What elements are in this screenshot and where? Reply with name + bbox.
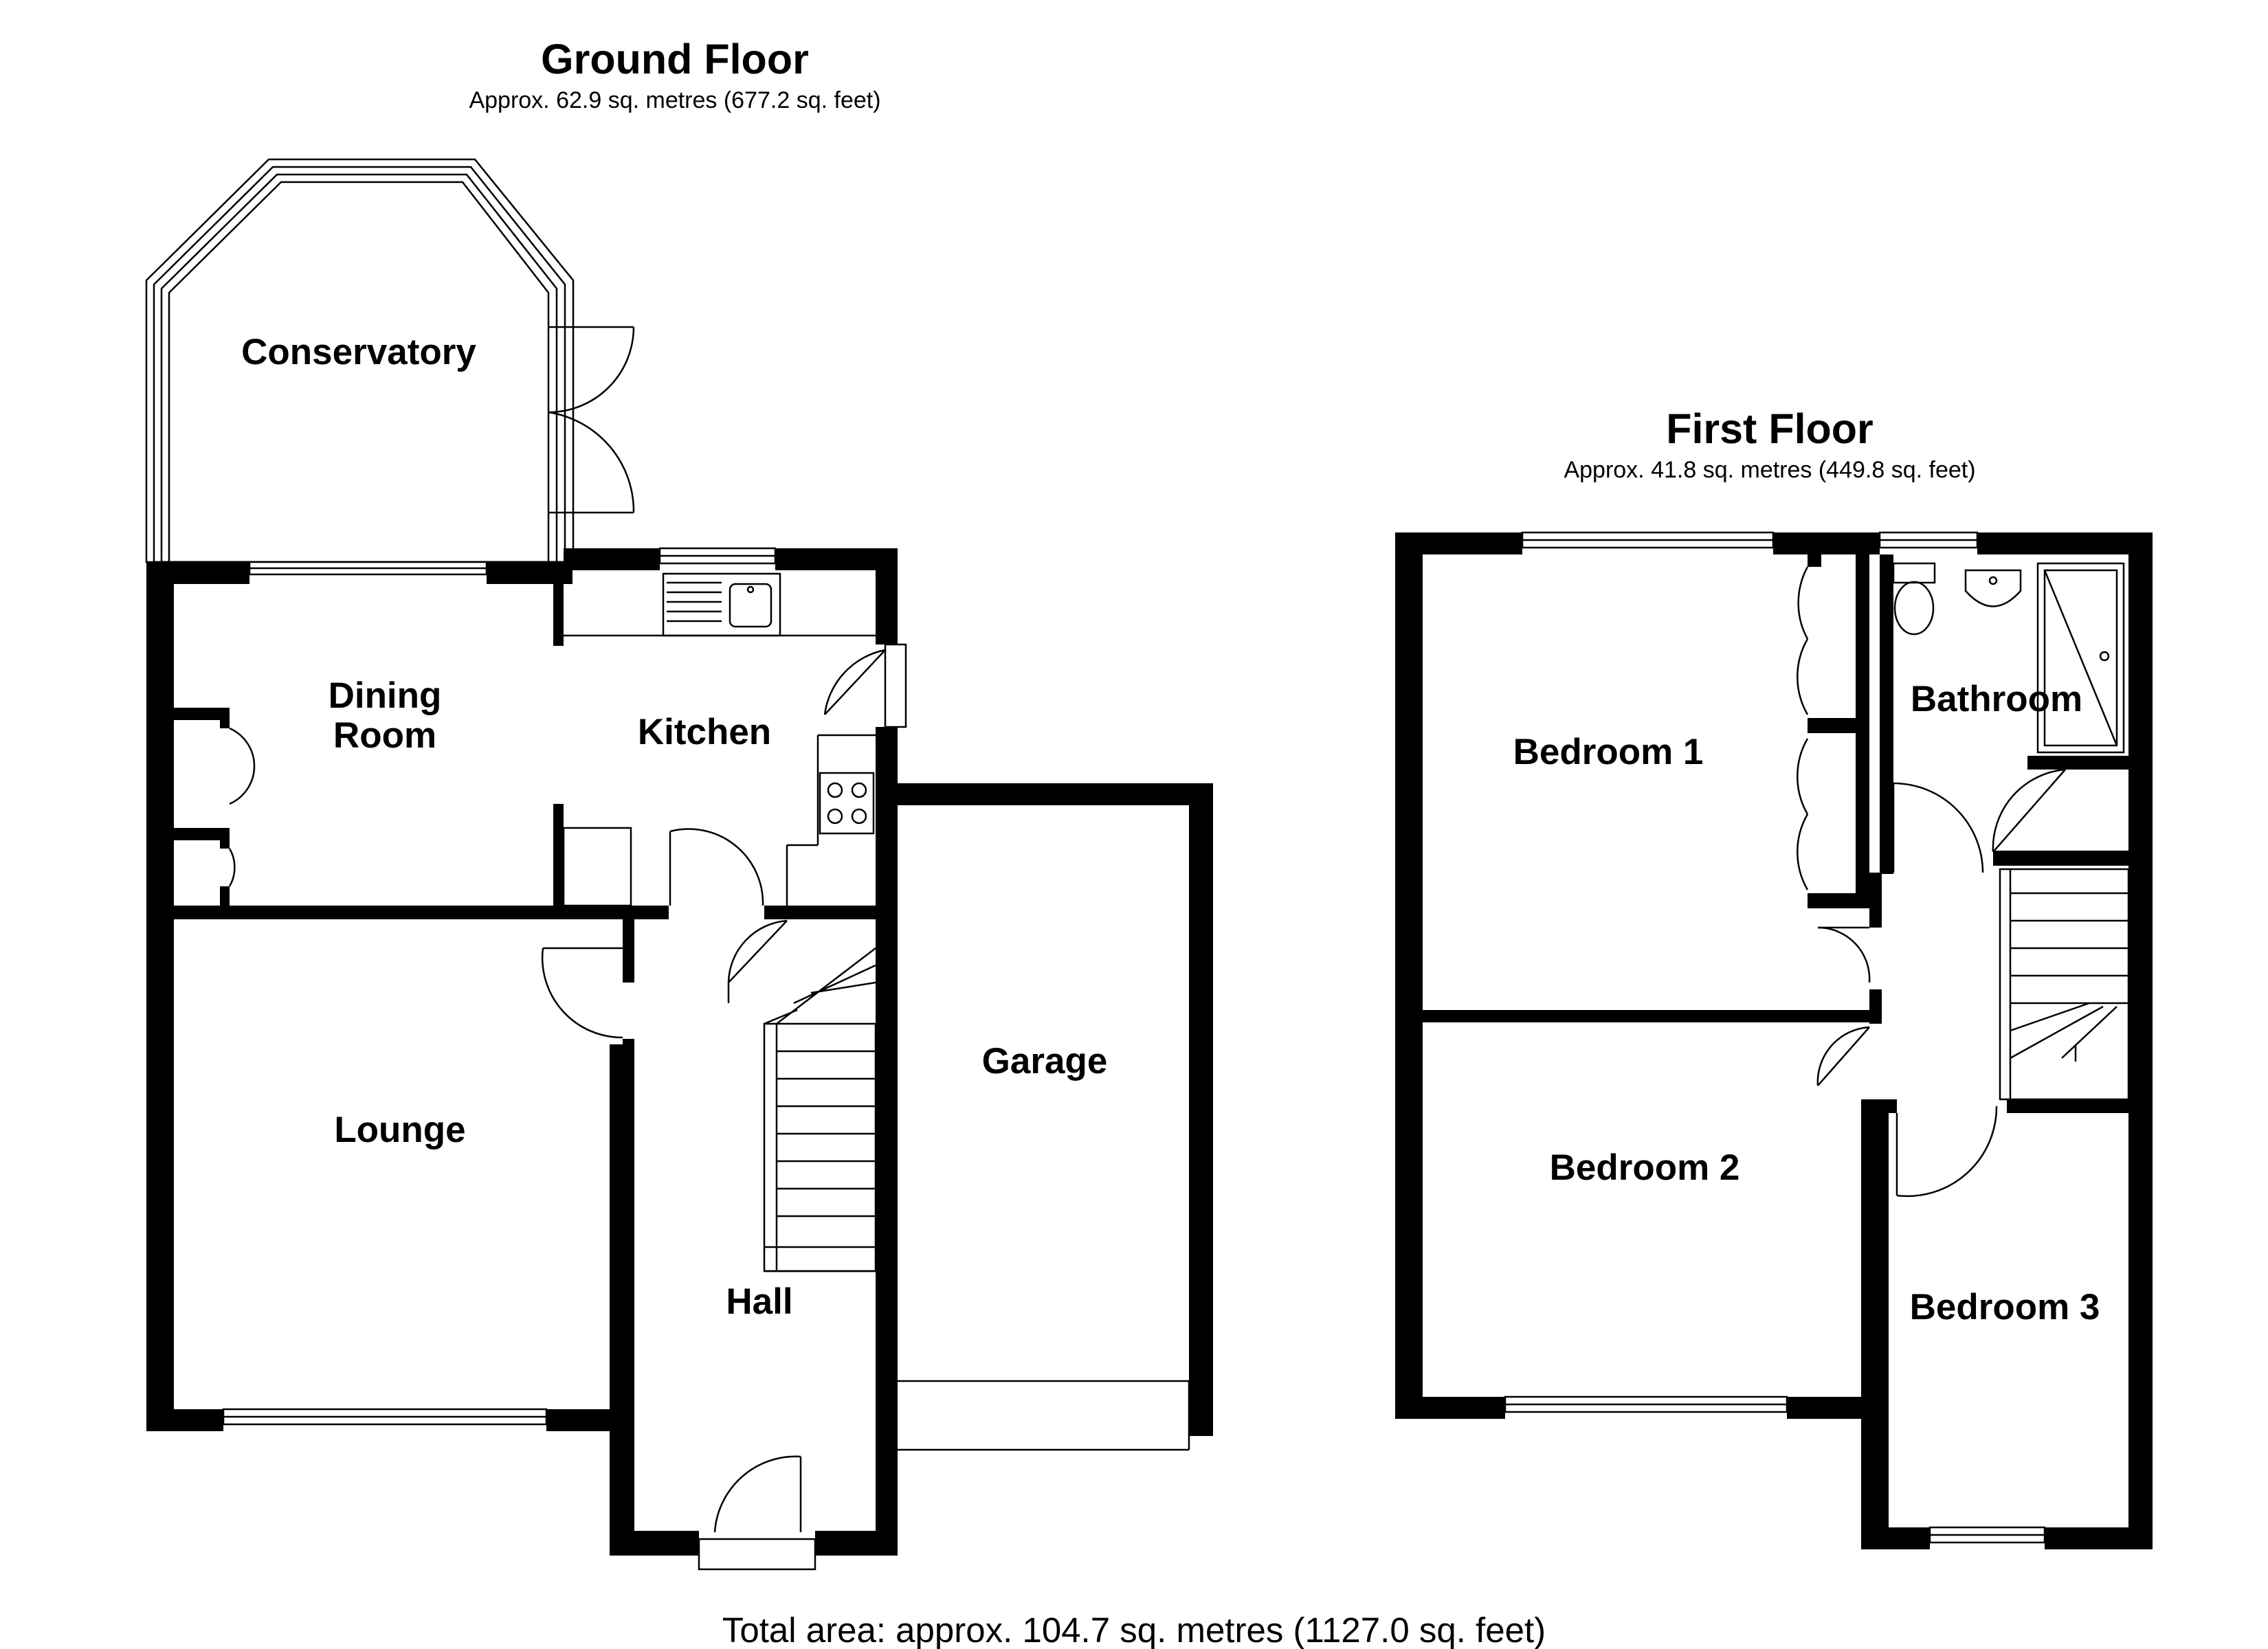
conservatory-double-door [548, 326, 635, 514]
room-label-bedroom1: Bedroom 1 [1513, 732, 1704, 772]
room-label-bathroom: Bathroom [1911, 679, 2082, 719]
first-floor-title: First Floor [1666, 405, 1874, 452]
ground-doors [228, 649, 886, 1533]
room-label-hall: Hall [726, 1281, 792, 1322]
room-label-conservatory: Conservatory [241, 332, 476, 372]
garage-door [895, 1380, 1190, 1451]
room-label-bedroom3: Bedroom 3 [1910, 1287, 2100, 1327]
front-door-step [698, 1538, 816, 1571]
first-walls [1395, 532, 2153, 1549]
room-label-garage: Garage [982, 1041, 1108, 1081]
kitchen-sink [662, 572, 781, 637]
room-label-dining-line1: Dining [329, 675, 442, 716]
ground-floor-area: Approx. 62.9 sq. metres (677.2 sq. feet) [469, 87, 880, 113]
first-stairs [1999, 868, 2130, 1101]
ground-stairs [763, 947, 877, 1272]
kitchen-hob [819, 772, 875, 835]
room-label-bedroom2: Bedroom 2 [1550, 1147, 1740, 1188]
room-label-kitchen: Kitchen [638, 712, 771, 752]
kitchen-side-door-frame [884, 643, 907, 728]
bathroom-fittings [1892, 562, 2125, 754]
total-area: Total area: approx. 104.7 sq. metres (11… [722, 1611, 1546, 1649]
kitchen-counter [562, 572, 876, 907]
first-floor-area: Approx. 41.8 sq. metres (449.8 sq. feet) [1564, 457, 1975, 483]
ground-floor-title: Ground Floor [541, 36, 809, 82]
first-doors [1797, 566, 2066, 1198]
room-label-dining-line2: Room [333, 715, 436, 756]
room-label-lounge: Lounge [334, 1110, 465, 1150]
ground-walls [146, 548, 1213, 1556]
first-floor-plan [1395, 531, 2153, 1549]
ground-floor-plan [145, 158, 1213, 1571]
